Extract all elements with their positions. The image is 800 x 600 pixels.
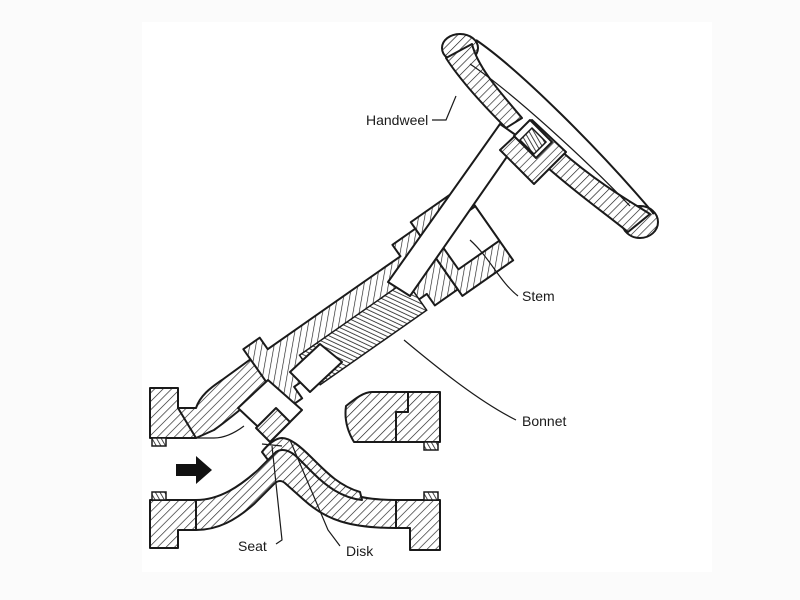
handwheel-spoke-upper [445, 43, 523, 129]
bonnet-label: Bonnet [522, 413, 566, 429]
stem-leader [469, 239, 519, 297]
inlet-contour [150, 425, 245, 439]
right-arrow-icon [176, 456, 212, 484]
inlet-flange-lower [149, 499, 197, 549]
seat-partition [261, 437, 363, 501]
outlet-flange-lower [395, 499, 441, 551]
stem [289, 123, 521, 393]
stem-label: Stem [522, 288, 555, 304]
stem-lower [289, 343, 343, 393]
seat-label: Seat [238, 538, 267, 554]
handwheel-leader [432, 95, 457, 121]
handwheel [441, 33, 659, 239]
body-upper-right [344, 391, 409, 443]
disk-assembly [237, 379, 303, 447]
handwheel-spoke-lower [547, 149, 651, 233]
valve-body [149, 347, 441, 551]
bonnet-leader [403, 339, 517, 421]
nut-threads [518, 126, 548, 156]
handwheel-label: Handweel [366, 112, 428, 128]
seat-leader [271, 445, 283, 545]
disk [255, 407, 291, 443]
handwheel-rim-inner [469, 63, 631, 207]
handwheel-back-rim [475, 39, 655, 215]
disk-face [261, 443, 283, 447]
disk-leader [289, 439, 341, 547]
body-lower-wall [195, 446, 397, 531]
leader-lines [271, 95, 519, 547]
diagram-canvas [142, 22, 712, 572]
flange-threads [151, 437, 439, 501]
disk-label: Disk [346, 543, 374, 559]
